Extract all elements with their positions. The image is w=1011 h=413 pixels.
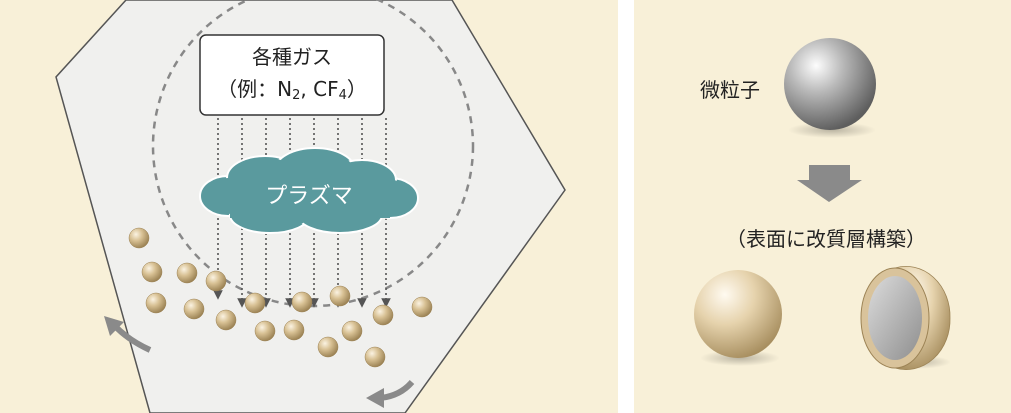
plasma-label: プラズマ — [265, 184, 353, 209]
gas-box-example: （例：N2, CF4） — [217, 77, 367, 103]
bead — [141, 261, 163, 283]
bead — [176, 262, 198, 284]
bead — [244, 292, 266, 314]
bead — [341, 320, 363, 342]
coated-particle-sphere — [694, 270, 782, 358]
gas-box-title: 各種ガス — [252, 45, 332, 69]
process-label: （表面に改質層構築） — [726, 227, 926, 251]
gas-box — [199, 34, 385, 116]
bead — [283, 319, 305, 341]
bead — [364, 346, 386, 368]
plasma-cloud — [199, 147, 419, 234]
particle-label: 微粒子 — [700, 78, 760, 102]
bead — [372, 304, 394, 326]
bead — [317, 336, 339, 358]
bead — [215, 309, 237, 331]
core-cross-section — [868, 276, 922, 360]
bead — [145, 292, 167, 314]
particle-cross-section — [860, 266, 951, 370]
bead — [183, 298, 205, 320]
bead — [254, 320, 276, 342]
down-arrow-icon — [797, 165, 862, 202]
rotation-arrow-left — [104, 316, 152, 353]
bead — [205, 270, 227, 292]
bead — [291, 291, 313, 313]
bead — [329, 285, 351, 307]
gray-sphere-shadow — [788, 122, 876, 138]
rotation-arrow-bottom — [366, 379, 415, 408]
bead — [411, 296, 433, 318]
bead — [128, 227, 150, 249]
bead-cluster — [128, 227, 433, 368]
gray-particle-sphere — [784, 38, 876, 130]
